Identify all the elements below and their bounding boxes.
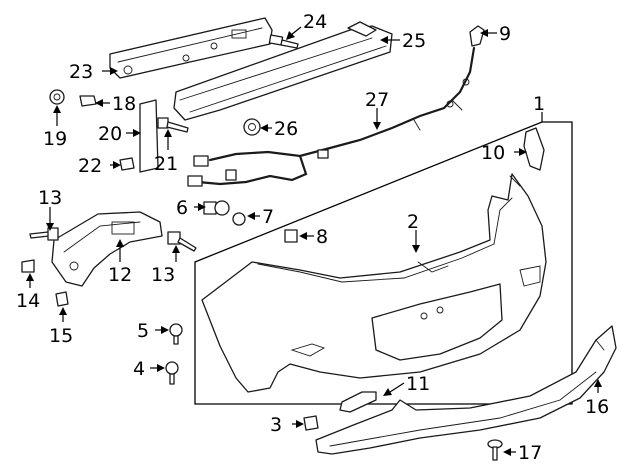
callout-22: 22 bbox=[78, 155, 102, 177]
clip-19 bbox=[49, 89, 65, 105]
clip-8 bbox=[284, 229, 298, 243]
callout-13: 13 bbox=[38, 187, 62, 209]
clip-15 bbox=[55, 291, 69, 307]
bolt-24 bbox=[268, 34, 299, 49]
screw-5 bbox=[169, 323, 183, 345]
screw-4 bbox=[165, 361, 179, 385]
clip-18 bbox=[79, 95, 97, 107]
callout-19: 19 bbox=[43, 128, 67, 150]
bracket-9 bbox=[469, 25, 485, 47]
bracket-20 bbox=[139, 99, 159, 173]
callout-25: 25 bbox=[402, 30, 426, 52]
callout-13: 13 bbox=[151, 264, 175, 286]
pin-13-right bbox=[167, 231, 197, 252]
callout-17: 17 bbox=[518, 442, 542, 464]
callout-7: 7 bbox=[262, 206, 274, 228]
bolt-21 bbox=[157, 117, 189, 133]
callout-leaders bbox=[26, 26, 602, 456]
callout-3: 3 bbox=[270, 414, 282, 436]
lower-valance bbox=[315, 325, 617, 455]
callout-9: 9 bbox=[499, 23, 511, 45]
clip-22 bbox=[119, 157, 135, 171]
bracket-10 bbox=[523, 127, 545, 171]
callout-14: 14 bbox=[16, 290, 40, 312]
callout-18: 18 bbox=[112, 93, 136, 115]
nut-26 bbox=[243, 118, 261, 136]
clip-14 bbox=[21, 259, 35, 273]
callout-26: 26 bbox=[274, 118, 298, 140]
clip-3 bbox=[303, 415, 319, 431]
callout-27: 27 bbox=[365, 89, 389, 111]
reinforcement-beam bbox=[173, 21, 393, 121]
callout-24: 24 bbox=[303, 11, 327, 33]
callout-10: 10 bbox=[481, 142, 505, 164]
callout-12: 12 bbox=[108, 264, 132, 286]
sensor-6 bbox=[203, 200, 230, 216]
callout-4: 4 bbox=[133, 358, 145, 380]
callout-labels: 1 2 3 4 5 6 7 8 9 10 11 12 13 13 14 15 1… bbox=[16, 11, 609, 464]
retainer-7 bbox=[232, 212, 246, 226]
energy-absorber-upper bbox=[109, 17, 273, 79]
callout-16: 16 bbox=[585, 396, 609, 418]
callout-6: 6 bbox=[176, 197, 188, 219]
pin-13-left bbox=[29, 227, 59, 241]
callout-5: 5 bbox=[137, 320, 149, 342]
callout-15: 15 bbox=[49, 325, 73, 347]
callout-1: 1 bbox=[533, 93, 545, 115]
callout-21: 21 bbox=[154, 153, 178, 175]
bolt-17 bbox=[487, 439, 503, 461]
callout-8: 8 bbox=[316, 226, 328, 248]
reflector-11 bbox=[339, 391, 377, 413]
callout-2: 2 bbox=[407, 211, 419, 233]
callout-11: 11 bbox=[406, 373, 430, 395]
callout-23: 23 bbox=[69, 61, 93, 83]
callout-20: 20 bbox=[98, 123, 122, 145]
bumper-cover bbox=[201, 173, 547, 393]
wiring-harness bbox=[187, 46, 476, 187]
side-bracket bbox=[51, 211, 163, 287]
